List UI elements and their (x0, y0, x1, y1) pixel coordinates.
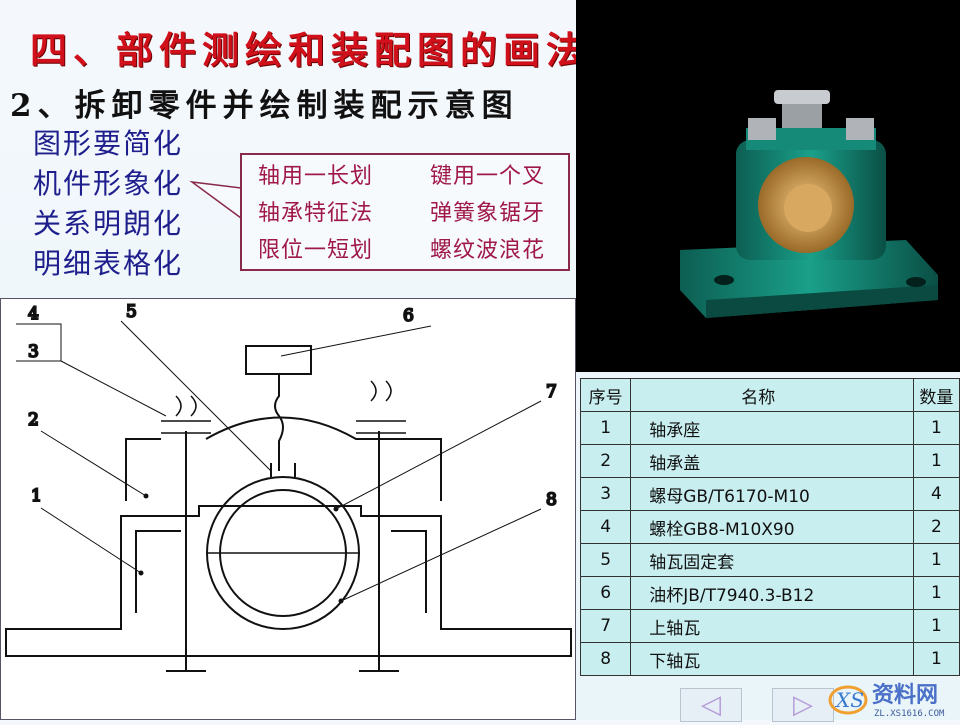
label-6: 6 (403, 306, 414, 326)
label-3: 3 (28, 342, 39, 362)
bearing-cap (125, 416, 442, 501)
oil-cup (245, 345, 312, 471)
rule-item: 关系明朗化 (33, 207, 184, 240)
callout-item: 限位一短划 (258, 238, 374, 263)
slide-title: 四、部件测绘和装配图的画法 (30, 28, 589, 72)
slide-subtitle: 2、拆卸零件并绘制装配示意图 (10, 88, 519, 124)
callout-item: 螺纹波浪花 (430, 238, 546, 263)
label-7: 7 (546, 382, 557, 402)
label-5: 5 (126, 302, 137, 322)
callout-box: 轴用一长划 键用一个叉 轴承特征法 弹簧象锯牙 限位一短划 螺纹波浪花 (240, 153, 570, 271)
callout-item: 弹簧象锯牙 (430, 201, 546, 226)
triangle-right-icon: ▷ (793, 690, 813, 720)
header-name: 名称 (630, 378, 914, 412)
table-header: 序号 名称 数量 (579, 378, 960, 412)
rules-list: 图形要简化 机件形象化 关系明朗化 明细表格化 (33, 124, 183, 284)
bolts (161, 380, 406, 672)
header-index: 序号 (579, 378, 632, 412)
callout-item: 键用一个叉 (430, 164, 546, 189)
callout-item: 轴承特征法 (258, 201, 374, 226)
next-slide-button[interactable]: ▷ (772, 688, 834, 722)
rule-item: 机件形象化 (33, 167, 184, 200)
assembly-sketch: 1 2 3 4 5 6 7 8 (0, 298, 576, 720)
callout-item: 轴用一长划 (258, 164, 374, 189)
rule-item: 明细表格化 (33, 247, 184, 280)
rule-item: 图形要简化 (33, 127, 184, 160)
svg-text:ZL.XS1616.COM: ZL.XS1616.COM (874, 709, 945, 719)
prev-slide-button[interactable]: ◁ (680, 688, 742, 722)
bearing-base (5, 505, 572, 657)
leader-lines (16, 320, 542, 602)
svg-text:XS: XS (834, 688, 864, 712)
label-1: 1 (31, 486, 42, 506)
header-qty: 数量 (912, 378, 960, 412)
bearing-3d-model (576, 0, 960, 372)
watermark-logo: XS 资料网 ZL.XS1616.COM (826, 676, 960, 720)
svg-text:资料网: 资料网 (872, 683, 938, 708)
label-2: 2 (28, 410, 39, 430)
label-4: 4 (28, 304, 39, 324)
label-8: 8 (546, 490, 557, 510)
bearing-bushing (206, 463, 360, 630)
triangle-left-icon: ◁ (701, 690, 721, 720)
